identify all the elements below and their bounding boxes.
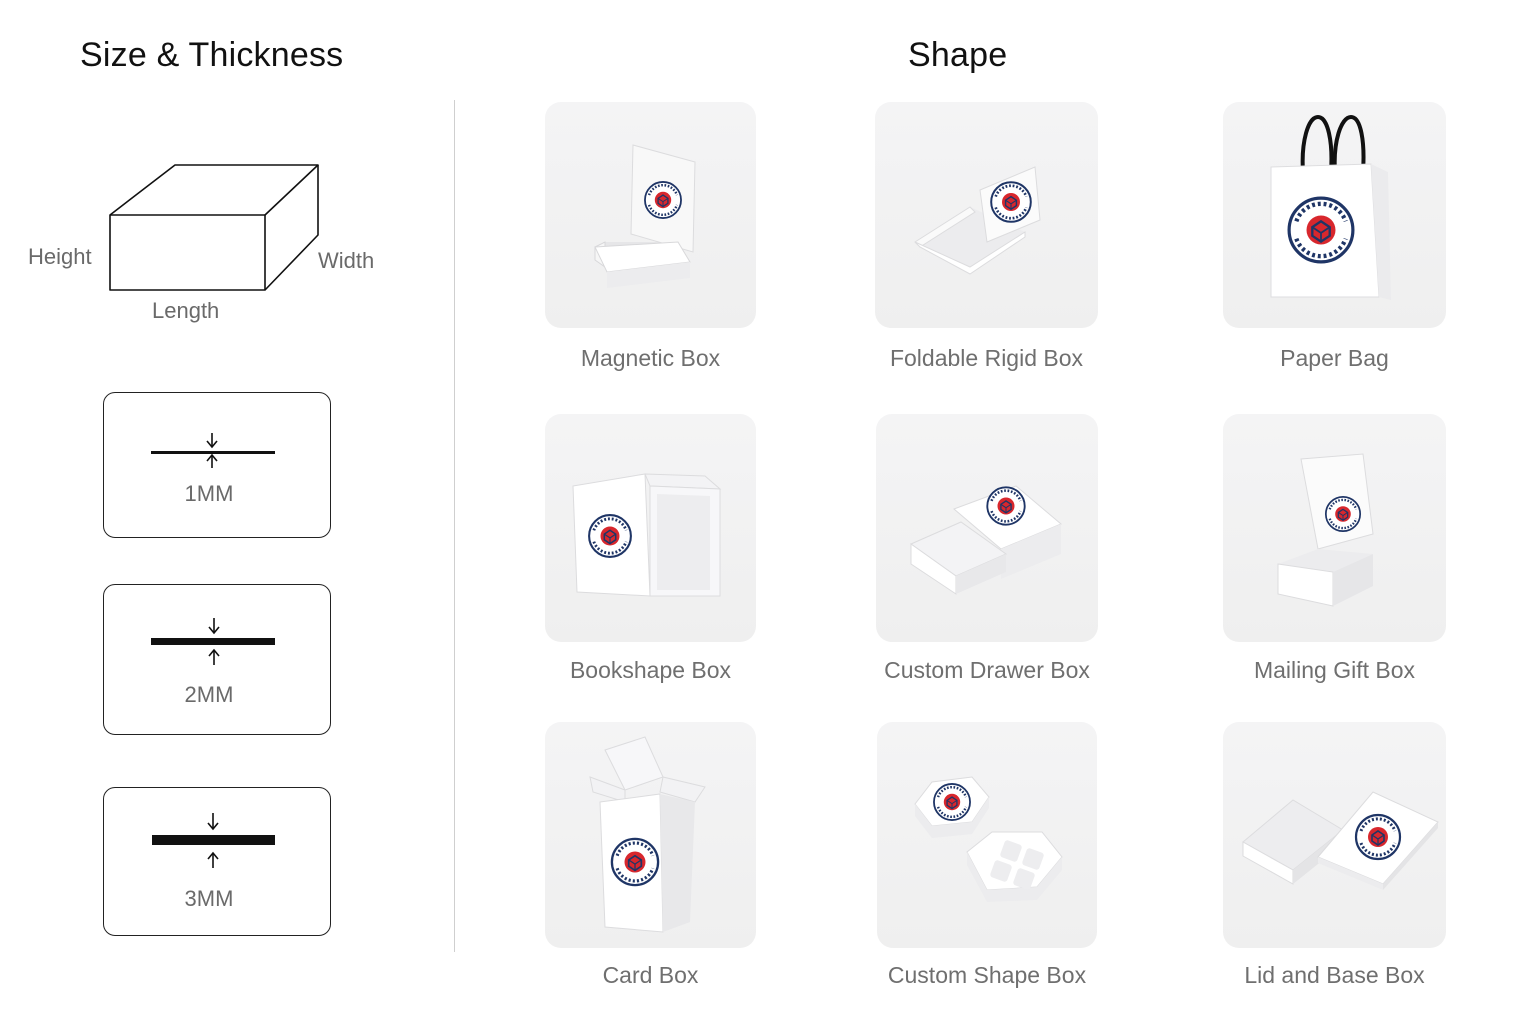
lid-and-base-box-image [1223,722,1446,948]
shape-label: Card Box [602,962,699,988]
shape-mailing-gift-box[interactable]: Mailing Gift Box [1223,414,1446,694]
section-divider [454,100,455,952]
bookshape-box-image [545,414,756,642]
bookshape-box-icon [572,473,722,597]
thickness-line-icon [151,618,275,665]
custom-shape-box-image [877,722,1097,948]
shape-card-box[interactable]: Card Box [545,722,756,1002]
width-label: Width [318,248,375,273]
shape-foldable-rigid-box[interactable]: Foldable Rigid Box [875,102,1098,382]
thickness-option-2mm[interactable]: 2MM [103,584,331,735]
shape-custom-drawer-box[interactable]: Custom Drawer Box [876,414,1098,694]
shape-label: Custom Drawer Box [884,657,1090,683]
shape-label: Mailing Gift Box [1253,657,1416,683]
lid-and-base-box-icon [1242,791,1439,890]
thickness-label: 3MM [184,886,234,911]
thickness-option-3mm[interactable]: 3MM [103,787,331,936]
mailing-gift-box-image [1223,414,1446,642]
shape-paper-bag[interactable]: Paper Bag [1223,102,1446,382]
thickness-label: 1MM [184,481,234,506]
mailing-gift-box-icon [1277,453,1374,607]
size-diagram: Height Width Length [0,150,440,350]
card-box-image [545,722,756,948]
shape-label: Custom Shape Box [887,962,1087,988]
shape-magnetic-box[interactable]: Magnetic Box [545,102,756,382]
custom-drawer-box-icon [909,485,1062,595]
card-box-icon [589,736,706,933]
custom-shape-box-icon [914,776,1063,902]
foldable-rigid-box-icon [914,166,1041,275]
shape-label: Lid and Base Box [1244,962,1425,988]
magnetic-box-image [545,102,756,328]
shape-label: Paper Bag [1280,345,1389,371]
magnetic-box-icon [594,144,696,288]
length-label: Length [152,298,220,323]
shape-heading: Shape [908,36,1008,74]
thickness-label: 2MM [184,682,234,707]
shape-label: Bookshape Box [569,657,732,683]
shape-label: Magnetic Box [580,345,721,371]
size-thickness-heading: Size & Thickness [80,36,344,74]
shape-lid-and-base-box[interactable]: Lid and Base Box [1223,722,1446,1002]
shape-label: Foldable Rigid Box [889,345,1084,371]
shape-custom-shape-box[interactable]: Custom Shape Box [877,722,1097,1002]
foldable-rigid-box-image [875,102,1098,328]
paper-bag-image [1223,102,1446,328]
custom-drawer-box-image [876,414,1098,642]
thickness-line-icon [152,813,275,868]
height-label: Height [28,244,92,269]
thickness-option-1mm[interactable]: 1MM [103,392,331,538]
paper-bag-icon [1270,114,1391,300]
box-outline-icon [109,164,319,291]
shape-bookshape-box[interactable]: Bookshape Box [545,414,756,694]
thickness-line-icon [151,433,275,468]
